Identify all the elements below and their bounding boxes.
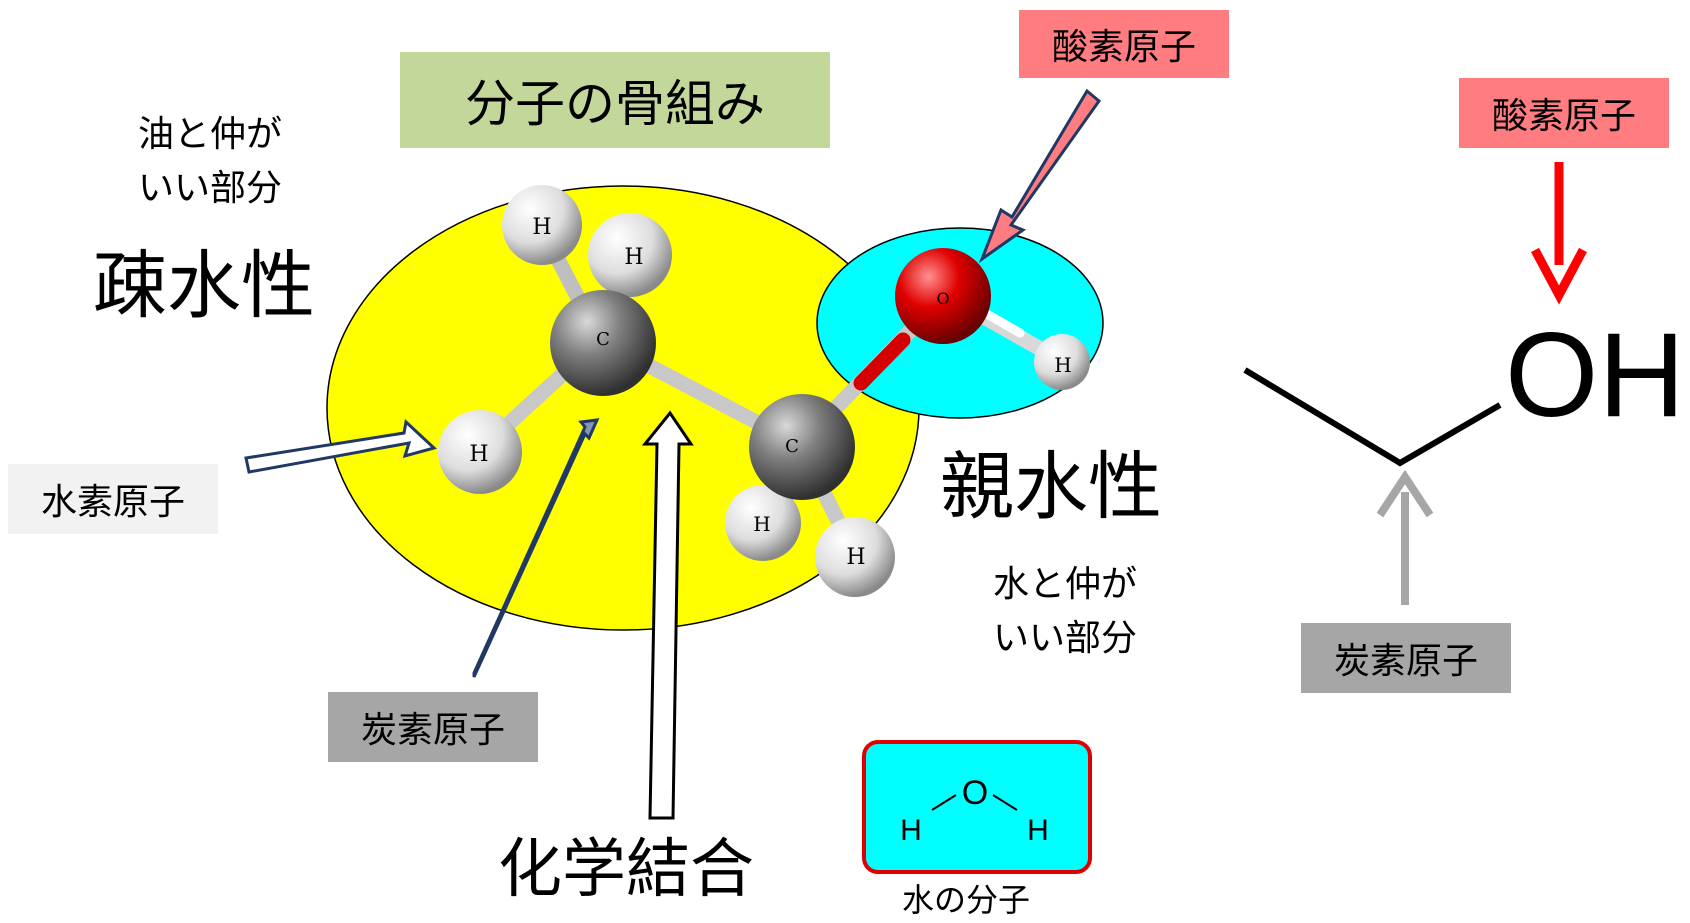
carbon-pointer-head [1376, 469, 1434, 518]
hydrogen-label-box: 水素原子 [8, 464, 218, 534]
chemical-bond-arrow [641, 410, 694, 820]
oxygen-pointer-head [1531, 247, 1587, 305]
hydrogen-atom-5 [815, 517, 895, 597]
skeletal-bonds [1243, 367, 1502, 467]
hydrogen-atom-4 [725, 485, 801, 561]
atom-letter-h2: H [624, 245, 643, 270]
hydrophobic-description: 油と仲が いい部分 [95, 108, 325, 216]
atom-letter-c2: C [785, 436, 799, 457]
hydrogen-arrow [244, 419, 437, 474]
hydrogen-atom-2 [588, 213, 672, 297]
carbon-atom-1 [550, 290, 656, 396]
hydrophobic-term: 疎水性 [93, 243, 315, 329]
oxygen-atom [895, 248, 991, 344]
oxygen-label-box: 酸素原子 [1019, 10, 1229, 78]
water-hydrogen-left: H [900, 814, 922, 847]
hydrogen-atom-1 [502, 185, 582, 265]
carbon-bond-arrow [472, 418, 600, 678]
hydrophilic-term: 親水性 [940, 444, 1162, 530]
water-molecule-caption: 水の分子 [902, 881, 1031, 919]
oxygen-arrow [978, 88, 1102, 264]
water-bond-left [931, 794, 957, 811]
atom-letter-h5: H [846, 545, 865, 570]
water-oxygen: O [962, 774, 988, 812]
carbon-label-box-right: 炭素原子 [1301, 623, 1511, 693]
oxygen-label-box-right: 酸素原子 [1459, 78, 1669, 148]
atom-letter-h4: H [753, 512, 770, 536]
hydrogen-atom-3 [438, 410, 522, 494]
carbon-label-box: 炭素原子 [328, 692, 538, 762]
atom-letter-h1: H [532, 215, 551, 240]
hydrogen-atom-6 [1034, 334, 1090, 390]
atom-letter-h3: H [469, 442, 488, 467]
water-hydrogen-right: H [1027, 814, 1049, 847]
title-box: 分子の骨組み [400, 52, 830, 148]
skeletal-oh-group: OH [1505, 308, 1685, 442]
atom-letter-c1: C [596, 329, 610, 350]
hydrophobic-desc-line1: 油と仲が [137, 114, 282, 155]
hydrophilic-desc-line1: 水と仲が [992, 564, 1137, 605]
hydrophilic-desc-line2: いい部分 [992, 618, 1137, 659]
carbon-atom-2 [749, 394, 855, 500]
hydrophilic-description: 水と仲が いい部分 [950, 558, 1180, 666]
water-molecule-box [862, 740, 1092, 874]
water-bond-right [992, 794, 1018, 811]
atom-letter-h6: H [1054, 353, 1071, 377]
atom-letter-o: O [936, 289, 949, 308]
chemical-bond-label: 化学結合 [498, 833, 754, 907]
hydrophobic-desc-line2: いい部分 [137, 168, 282, 209]
